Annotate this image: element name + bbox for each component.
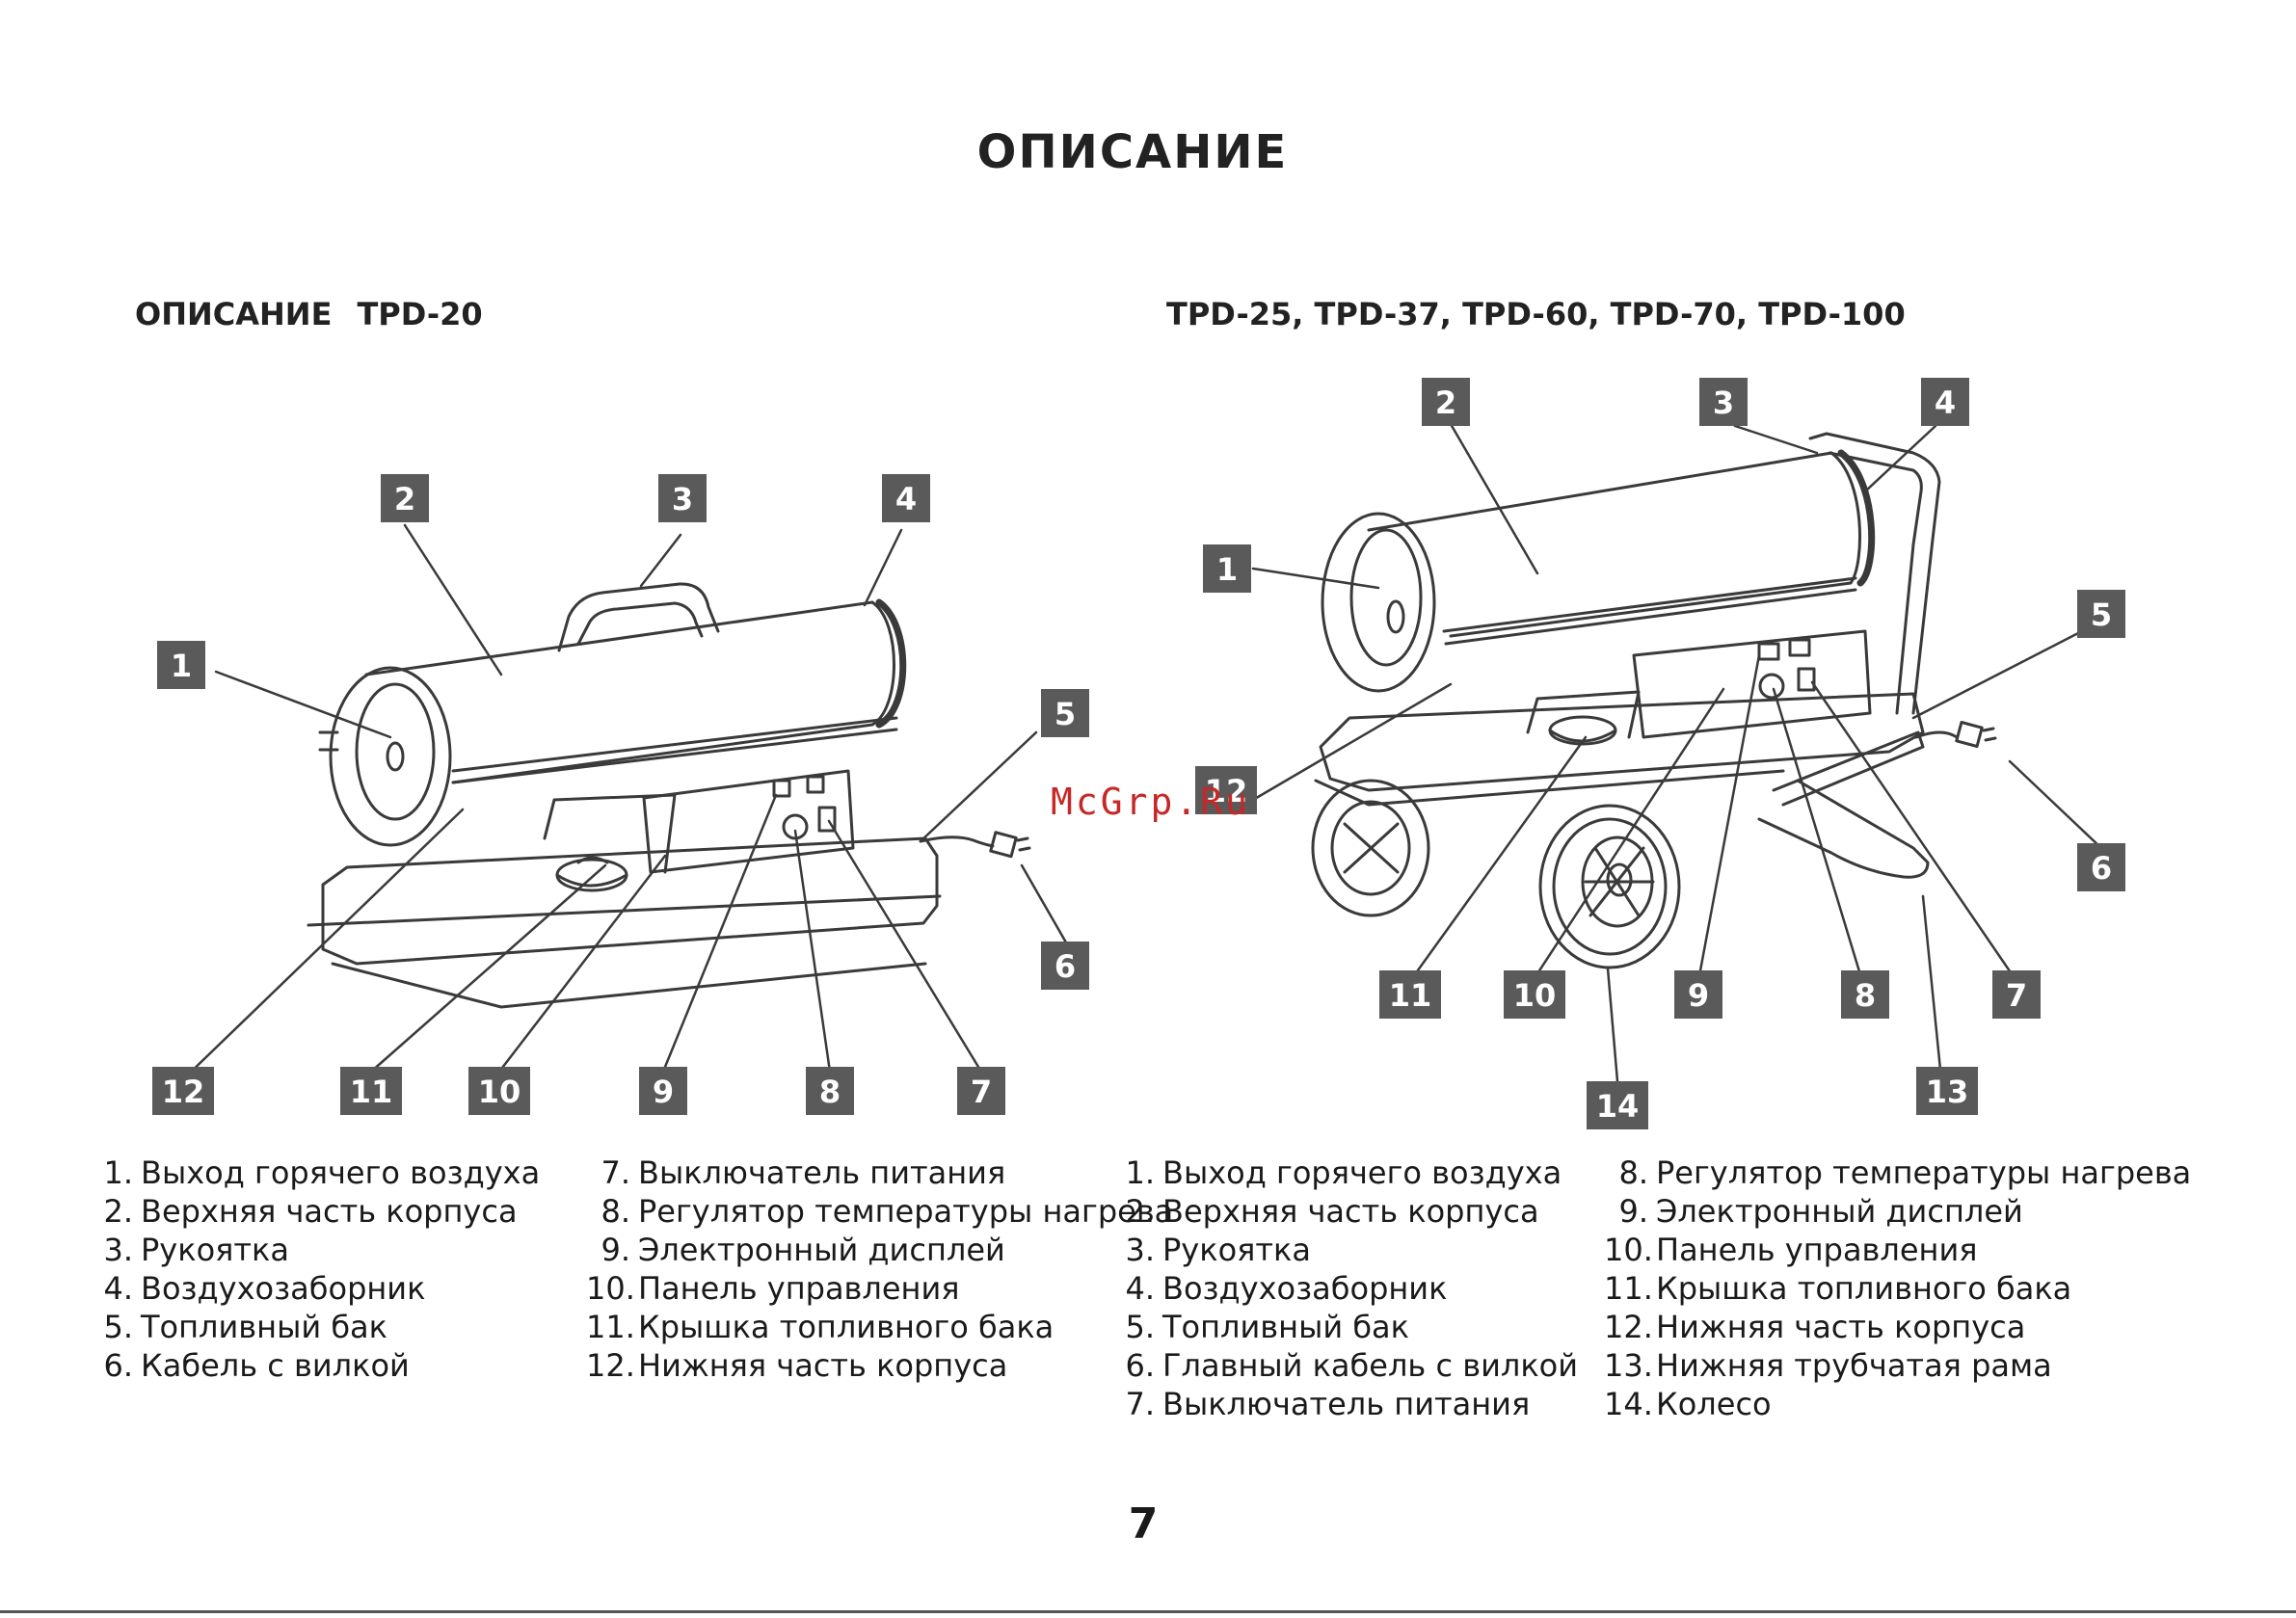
list-item: 2.Верхняя часть корпуса	[103, 1193, 518, 1230]
list-item: 1.Выход горячего воздуха	[1125, 1154, 1562, 1191]
svg-text:3: 3	[1713, 385, 1734, 421]
tpd25-100-callout-7: 7	[1992, 970, 2041, 1019]
tpd20-callout-6: 6	[1041, 942, 1089, 990]
tpd20-callout-11: 11	[340, 1067, 402, 1115]
page-title: ОПИСАНИЕ	[976, 125, 1289, 179]
svg-text:6: 6	[2091, 850, 2112, 887]
tpd20-callout-2: 2	[381, 474, 429, 522]
svg-text:4: 4	[1935, 385, 1956, 421]
tpd25-100-callout-14: 14	[1587, 1081, 1648, 1129]
tpd20-callout-9: 9	[639, 1067, 687, 1115]
left-heading-prefix: ОПИСАНИЕ	[135, 296, 333, 332]
tpd25-100-callout-5: 5	[2077, 590, 2125, 638]
tpd25-100-callout-10: 10	[1504, 970, 1565, 1019]
tpd25-100-callout-1: 1	[1203, 544, 1251, 593]
list-item: 5.Топливный бак	[1125, 1309, 1409, 1345]
svg-text:2: 2	[394, 481, 415, 517]
tpd20-callout-8: 8	[806, 1067, 854, 1115]
list-item: 9.Электронный дисплей	[601, 1232, 1005, 1268]
svg-text:8: 8	[1855, 977, 1876, 1014]
svg-text:7: 7	[2006, 977, 2027, 1014]
page-number: 7	[1128, 1499, 1159, 1549]
left-heading-model: TPD-20	[357, 296, 483, 332]
tpd20-leader-lines	[181, 523, 1072, 1081]
svg-text:9: 9	[1688, 977, 1709, 1014]
list-item: 1.Выход горячего воздуха	[103, 1154, 541, 1191]
tpd25-100-callout-13: 13	[1916, 1067, 1978, 1115]
svg-text:9: 9	[653, 1074, 674, 1110]
tpd25-100-parts-list-col2: 8.Регулятор температуры нагрева 9.Электр…	[1604, 1154, 2191, 1423]
svg-text:5: 5	[1055, 696, 1076, 732]
svg-text:12: 12	[1205, 773, 1248, 809]
tpd20-diagram: 1 2 3 4 5 6 7 8 9 10 11 12	[152, 474, 1089, 1115]
tpd20-parts-list-col2: 7.Выключатель питания 8.Регулятор темпер…	[586, 1154, 1173, 1385]
list-item: 8.Регулятор температуры нагрева	[1618, 1154, 2192, 1191]
tpd25-100-callout-12: 12	[1195, 766, 1257, 814]
list-item: 4.Воздухозаборник	[103, 1270, 426, 1307]
tpd25-100-callout-6: 6	[2077, 843, 2125, 891]
list-item: 10.Панель управления	[1604, 1232, 1978, 1268]
tpd20-callout-12: 12	[152, 1067, 214, 1115]
svg-text:10: 10	[478, 1074, 521, 1110]
tpd20-callouts: 1 2 3 4 5 6 7 8 9 10 11 12	[152, 474, 1089, 1115]
tpd25-100-callouts: 1 2 3 4 5 6 7 8 9 10 11 12 13 14	[1195, 378, 2125, 1129]
list-item: 5.Топливный бак	[103, 1309, 387, 1345]
svg-text:8: 8	[819, 1074, 841, 1110]
list-item: 3.Рукоятка	[103, 1232, 289, 1268]
svg-text:12: 12	[162, 1074, 205, 1110]
svg-text:4: 4	[895, 481, 917, 517]
list-item: 6.Кабель с вилкой	[103, 1347, 410, 1384]
tpd25-100-callout-3: 3	[1699, 378, 1748, 426]
tpd20-callout-3: 3	[658, 474, 707, 522]
svg-text:11: 11	[350, 1074, 393, 1110]
svg-text:14: 14	[1596, 1088, 1640, 1125]
right-section-heading: TPD-25, TPD-37, TPD-60, TPD-70, TPD-100	[1166, 296, 1906, 332]
tpd20-callout-5: 5	[1041, 689, 1089, 737]
tpd25-100-callout-9: 9	[1674, 970, 1722, 1019]
list-item: 10.Панель управления	[586, 1270, 960, 1307]
list-item: 14.Колесо	[1604, 1386, 1772, 1422]
svg-text:1: 1	[1216, 551, 1238, 588]
svg-text:11: 11	[1389, 977, 1432, 1014]
tpd25-100-heater-drawing	[1311, 432, 1997, 969]
tpd25-100-leader-lines	[1251, 422, 2103, 1083]
tpd20-callout-10: 10	[468, 1067, 530, 1115]
tpd25-100-callout-4: 4	[1921, 378, 1969, 426]
list-item: 11.Крышка топливного бака	[1604, 1270, 2072, 1307]
tpd25-100-parts-list-col1: 1.Выход горячего воздуха 2.Верхняя часть…	[1110, 1154, 1578, 1423]
list-item: 7.Выключатель питания	[601, 1154, 1006, 1191]
svg-text:10: 10	[1513, 977, 1557, 1014]
tpd20-callout-1: 1	[157, 641, 205, 689]
svg-text:5: 5	[2091, 597, 2112, 633]
left-section-heading: ОПИСАНИЕ TPD-20	[135, 296, 483, 332]
tpd20-parts-list-col1: 1.Выход горячего воздуха 2.Верхняя часть…	[89, 1154, 540, 1385]
tpd25-100-callout-8: 8	[1841, 970, 1889, 1019]
list-item: 3.Рукоятка	[1125, 1232, 1311, 1268]
list-item: 6.Главный кабель с вилкой	[1125, 1347, 1579, 1384]
watermark: McGrp.Ru	[1051, 781, 1251, 823]
tpd25-100-callout-2: 2	[1422, 378, 1470, 426]
svg-text:13: 13	[1926, 1074, 1969, 1110]
list-item: 11.Крышка топливного бака	[586, 1309, 1055, 1345]
svg-text:6: 6	[1055, 948, 1076, 985]
tpd25-100-diagram: 1 2 3 4 5 6 7 8 9 10 11 12 13 14	[1195, 378, 2125, 1129]
list-item: 12.Нижняя часть корпуса	[1604, 1309, 2026, 1345]
bottom-divider	[0, 1610, 2296, 1613]
list-item: 13.Нижняя трубчатая рама	[1604, 1347, 2052, 1384]
list-item: 4.Воздухозаборник	[1125, 1270, 1448, 1307]
svg-text:7: 7	[971, 1074, 992, 1110]
list-item: 7.Выключатель питания	[1125, 1386, 1531, 1422]
svg-text:3: 3	[672, 481, 693, 517]
tpd20-callout-7: 7	[957, 1067, 1005, 1115]
list-item: 9.Электронный дисплей	[1618, 1193, 2023, 1230]
svg-text:1: 1	[171, 648, 192, 684]
tpd20-callout-4: 4	[882, 474, 930, 522]
list-item: 2.Верхняя часть корпуса	[1125, 1193, 1539, 1230]
list-item: 8.Регулятор температуры нагрева	[601, 1193, 1174, 1230]
svg-text:2: 2	[1435, 385, 1456, 421]
tpd25-100-callout-11: 11	[1379, 970, 1441, 1019]
list-item: 12.Нижняя часть корпуса	[586, 1347, 1008, 1384]
